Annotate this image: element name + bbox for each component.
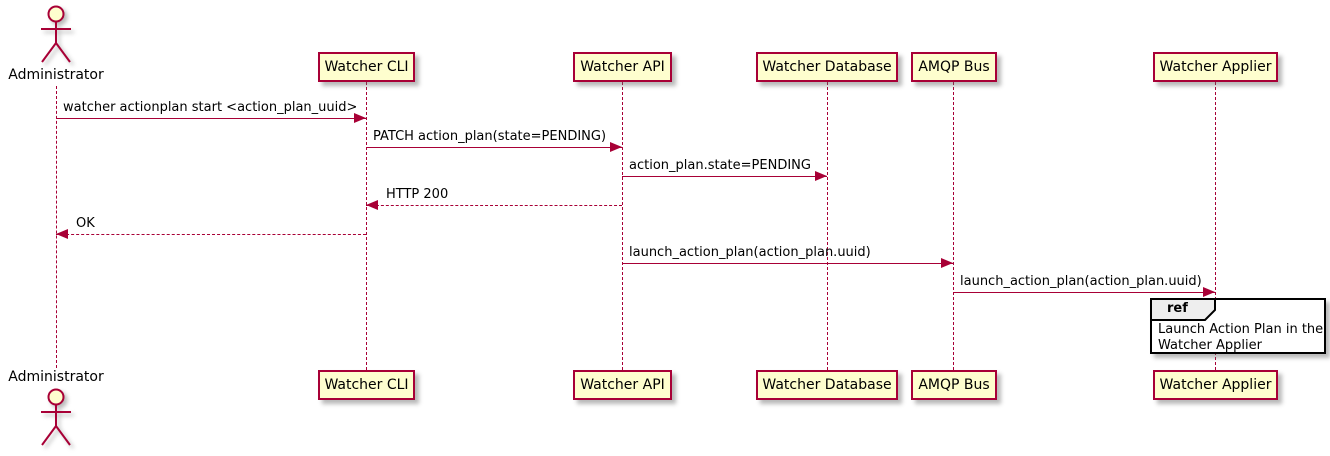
ref-text-line2: Watcher Applier bbox=[1158, 338, 1262, 353]
message-line bbox=[56, 234, 366, 235]
arrowhead-left-icon bbox=[366, 200, 378, 210]
lifeline-watcher-cli bbox=[366, 82, 367, 370]
participant-label: AMQP Bus bbox=[918, 59, 990, 75]
arrowhead-right-icon bbox=[610, 142, 622, 152]
message-line bbox=[56, 118, 366, 119]
participant-watcher-api-top: Watcher API bbox=[573, 52, 672, 82]
participant-label: Watcher API bbox=[580, 59, 665, 75]
participant-watcher-database-top: Watcher Database bbox=[756, 52, 898, 82]
message-label: action_plan.state=PENDING bbox=[629, 158, 811, 173]
participant-watcher-applier-bottom: Watcher Applier bbox=[1153, 370, 1278, 400]
message-line bbox=[366, 147, 622, 148]
actor-icon bbox=[41, 5, 71, 63]
participant-label: Watcher CLI bbox=[324, 59, 409, 75]
participant-label: Watcher Database bbox=[762, 377, 892, 393]
participant-watcher-api-bottom: Watcher API bbox=[573, 370, 672, 400]
lifeline-amqp-bus bbox=[953, 82, 954, 370]
actor-label-bottom: Administrator bbox=[8, 369, 104, 385]
lifeline-watcher-api bbox=[622, 82, 623, 370]
message-label: HTTP 200 bbox=[386, 187, 449, 202]
message-line bbox=[622, 176, 827, 177]
actor-label-top: Administrator bbox=[8, 67, 104, 83]
arrowhead-right-icon bbox=[1203, 287, 1215, 297]
message-label: launch_action_plan(action_plan.uuid) bbox=[960, 274, 1202, 289]
lifeline-watcher-applier bbox=[1215, 82, 1216, 370]
arrowhead-right-icon bbox=[354, 113, 366, 123]
participant-label: Watcher Database bbox=[762, 59, 892, 75]
ref-text-line1: Launch Action Plan in the bbox=[1158, 322, 1324, 337]
message-label: launch_action_plan(action_plan.uuid) bbox=[629, 245, 871, 260]
participant-amqp-bus-bottom: AMQP Bus bbox=[911, 370, 997, 400]
participant-label: Watcher Applier bbox=[1159, 59, 1272, 75]
message-label: OK bbox=[76, 216, 95, 231]
participant-watcher-cli-top: Watcher CLI bbox=[318, 52, 415, 82]
ref-text: Launch Action Plan in the Watcher Applie… bbox=[1158, 322, 1323, 354]
ref-keyword: ref bbox=[1167, 301, 1188, 316]
ref-fragment: ref Launch Action Plan in the Watcher Ap… bbox=[1150, 298, 1326, 354]
lifeline-watcher-database bbox=[827, 82, 828, 370]
arrowhead-left-icon bbox=[56, 229, 68, 239]
participant-watcher-database-bottom: Watcher Database bbox=[756, 370, 898, 400]
ref-tab-icon bbox=[1150, 298, 1216, 321]
participant-label: Watcher CLI bbox=[324, 377, 409, 393]
message-line bbox=[366, 205, 622, 206]
participant-label: AMQP Bus bbox=[918, 377, 990, 393]
participant-label: Watcher Applier bbox=[1159, 377, 1272, 393]
participant-watcher-applier-top: Watcher Applier bbox=[1153, 52, 1278, 82]
arrowhead-right-icon bbox=[941, 258, 953, 268]
participant-label: Watcher API bbox=[580, 377, 665, 393]
actor-icon bbox=[41, 388, 71, 446]
participant-watcher-cli-bottom: Watcher CLI bbox=[318, 370, 415, 400]
message-label: watcher actionplan start <action_plan_uu… bbox=[63, 100, 358, 115]
lifeline-administrator bbox=[56, 86, 57, 368]
message-line bbox=[622, 263, 953, 264]
message-label: PATCH action_plan(state=PENDING) bbox=[373, 129, 607, 144]
arrowhead-right-icon bbox=[815, 171, 827, 181]
participant-amqp-bus-top: AMQP Bus bbox=[911, 52, 997, 82]
message-line bbox=[953, 292, 1215, 293]
